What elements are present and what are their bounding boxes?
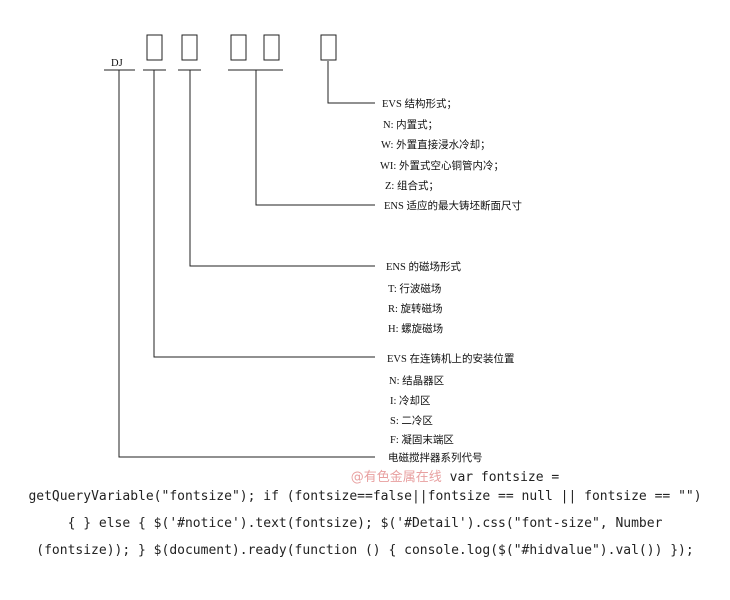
leader-ens-field [189, 70, 375, 267]
label-series-code: 电磁搅拌器系列代号 [388, 451, 483, 464]
code-line-1: @有色金属在线 var fontsize = [90, 466, 730, 485]
code-line-2: getQueryVariable("fontsize"); if (fontsi… [28, 489, 702, 504]
label-i-cooling: I: 冷却区 [390, 394, 431, 407]
label-z-combined: Z: 组合式； [385, 179, 439, 192]
label-f-final: F: 凝固末端区 [390, 433, 454, 446]
label-wi-external: WI: 外置式空心铜管内冷； [380, 159, 504, 172]
label-n-mold: N: 结晶器区 [389, 374, 444, 387]
label-ens-size: ENS 适应的最大铸坯断面尺寸 [384, 199, 522, 212]
leader-evs-position [153, 70, 375, 358]
code-line-4: (fontsize)); } $(document).ready(functio… [36, 543, 694, 558]
code-box-4 [263, 34, 280, 61]
leader-evs-form [327, 61, 375, 104]
model-code-prefix: DJ [111, 58, 123, 69]
code-box-2 [181, 34, 198, 61]
label-t-wave: T: 行波磁场 [388, 282, 441, 295]
label-s-secondary: S: 二冷区 [390, 414, 433, 427]
code-box-3 [230, 34, 247, 61]
code-line-3: { } else { $('#notice').text(fontsize); … [67, 516, 663, 531]
label-n-builtin: N: 内置式； [383, 118, 438, 131]
code-box-1 [146, 34, 163, 61]
leader-ens-size [255, 70, 375, 206]
watermark: @有色金属在线 [350, 470, 442, 485]
label-ens-field-title: ENS 的磁场形式 [386, 260, 461, 273]
label-r-rotate: R: 旋转磁场 [388, 302, 443, 315]
label-h-spiral: H: 螺旋磁场 [388, 322, 443, 335]
model-code-diagram: DJ EVS 结构形式； N: 内置式； W: 外置直接浸水冷却； WI: 外置… [104, 34, 522, 464]
label-evs-position-title: EVS 在连铸机上的安装位置 [387, 352, 514, 365]
leader-series-code [118, 70, 375, 458]
label-evs-form-title: EVS 结构形式； [382, 97, 457, 110]
label-w-external: W: 外置直接浸水冷却； [381, 138, 491, 151]
code-text-1: var fontsize = [449, 470, 560, 485]
code-box-5 [320, 34, 337, 61]
